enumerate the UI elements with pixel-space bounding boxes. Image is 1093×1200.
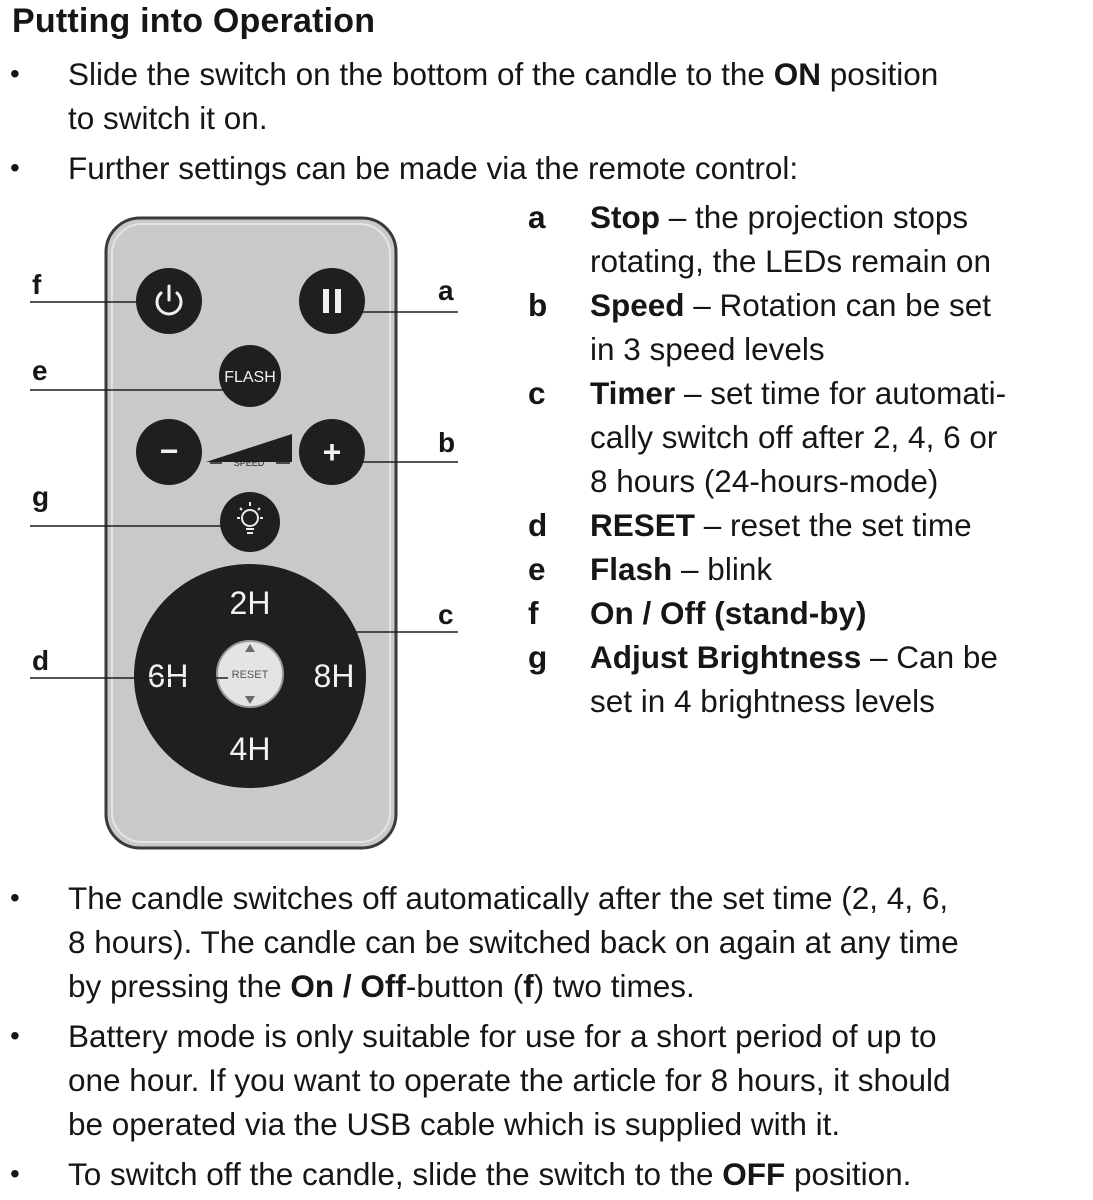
- callout-label-d: d: [32, 645, 49, 676]
- legend-item-on-off: f On / Off (stand-by): [528, 595, 867, 631]
- pause-icon: [323, 289, 341, 313]
- timer-8h-label: 8H: [314, 658, 355, 694]
- bullet-dot: •: [10, 1020, 20, 1051]
- bullet-dot: •: [10, 882, 20, 913]
- arrow-icons: [245, 644, 255, 704]
- legend-item-stop: a Stop – the projection stops rotating, …: [528, 199, 991, 279]
- power-icon: [155, 284, 183, 316]
- flash-button: [219, 345, 281, 407]
- bullet-auto-off: • The candle switches off automatically …: [10, 876, 1090, 1008]
- timer-4h-label: 4H: [230, 731, 271, 767]
- remote-control-diagram: FLASH − SPEED + 2H 4H 6H 8H: [30, 216, 458, 850]
- timer-2h-label: 2H: [230, 585, 271, 621]
- callout-label-e: e: [32, 355, 48, 386]
- minus-icon: −: [160, 433, 179, 469]
- speed-plus-button: [299, 419, 365, 485]
- bullet-switch-off: • To switch off the candle, slide the sw…: [10, 1152, 1090, 1196]
- page-title: Putting into Operation: [12, 2, 376, 40]
- bullet-dot: •: [10, 58, 20, 89]
- bullet-dot: •: [10, 152, 20, 183]
- legend-item-flash: e Flash – blink: [528, 551, 773, 587]
- speed-minus-button: [136, 419, 202, 485]
- brightness-button: [220, 492, 280, 552]
- bullet-battery-mode: • Battery mode is only suitable for use …: [10, 1014, 1090, 1146]
- reset-label: RESET: [232, 669, 269, 681]
- legend-item-speed: b Speed – Rotation can be set in 3 speed…: [528, 287, 991, 367]
- reset-button: [216, 640, 284, 708]
- callout-label-a: a: [438, 275, 454, 306]
- timer-6h-label: 6H: [148, 658, 189, 694]
- bullet-dot: •: [10, 1158, 20, 1189]
- legend-item-brightness: g Adjust Brightness – Can be set in 4 br…: [528, 639, 998, 719]
- flash-label: FLASH: [224, 369, 276, 386]
- legend-item-reset: d RESET – reset the set time: [528, 507, 972, 543]
- callout-label-g: g: [32, 481, 49, 512]
- pause-button: [299, 268, 365, 334]
- plus-icon: +: [323, 434, 342, 470]
- speed-label: SPEED: [234, 458, 265, 468]
- bulb-icon: [237, 502, 263, 534]
- callout-label-c: c: [438, 599, 454, 630]
- bullet-switch-on: • Slide the switch on the bottom of the …: [10, 52, 1090, 140]
- bullet-remote-settings: • Further settings can be made via the r…: [10, 146, 1090, 190]
- speed-wedge-icon: [206, 434, 292, 462]
- callout-label-f: f: [32, 269, 42, 300]
- legend-item-timer: c Timer – set time for automati- cally s…: [528, 375, 1007, 499]
- remote-legend: a Stop – the projection stops rotating, …: [528, 195, 1088, 723]
- callout-label-b: b: [438, 427, 455, 458]
